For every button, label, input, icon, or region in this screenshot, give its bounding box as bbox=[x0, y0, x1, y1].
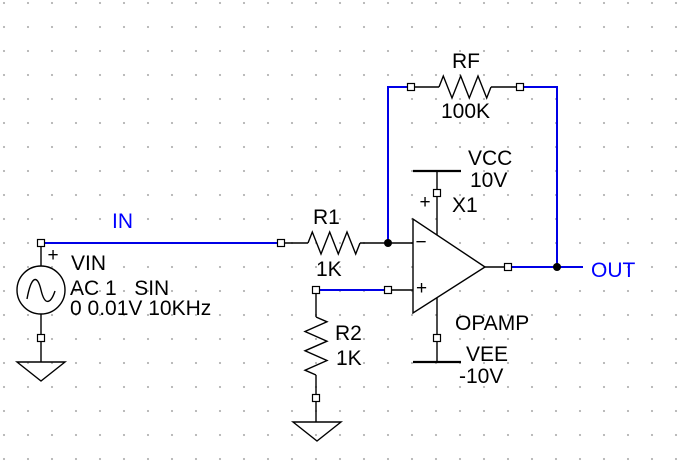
opamp-inverting-marker: − bbox=[416, 232, 427, 253]
resistor-r2[interactable]: R2 1K bbox=[303, 290, 362, 422]
vcc-name[interactable]: VCC bbox=[468, 147, 512, 170]
junction-dot-inverting-node bbox=[384, 239, 392, 247]
pin-rf-left[interactable] bbox=[406, 82, 416, 92]
wire-feedback-right[interactable] bbox=[520, 86, 558, 267]
wire-feedback-left[interactable] bbox=[387, 86, 411, 243]
vin-spec-line2[interactable]: 0 0.01V 10KHz bbox=[70, 297, 211, 320]
rf-designator[interactable]: RF bbox=[452, 50, 480, 73]
rf-value[interactable]: 100K bbox=[441, 100, 490, 123]
r1-body[interactable] bbox=[307, 230, 361, 256]
pin-opamp-vminus[interactable] bbox=[432, 333, 442, 343]
pin-opamp-vplus[interactable] bbox=[432, 188, 442, 198]
ground-symbol-vin[interactable] bbox=[14, 361, 68, 382]
pin-rf-right[interactable] bbox=[515, 82, 525, 92]
r2-body[interactable] bbox=[303, 316, 329, 376]
r2-designator[interactable]: R2 bbox=[335, 322, 362, 345]
opamp-designator[interactable]: X1 bbox=[452, 194, 478, 217]
pin-opamp-noninverting[interactable] bbox=[383, 285, 393, 295]
pin-r1-left[interactable] bbox=[276, 238, 286, 248]
opamp-model[interactable]: OPAMP bbox=[455, 312, 529, 335]
opamp-supply-plus-marker: + bbox=[420, 192, 431, 213]
r1-value[interactable]: 1K bbox=[316, 258, 342, 281]
resistor-r1[interactable]: R1 1K bbox=[281, 206, 388, 281]
vin-spec-line1[interactable]: AC 1 SIN bbox=[70, 277, 169, 300]
vin-sine-icon bbox=[26, 278, 56, 303]
r2-value[interactable]: 1K bbox=[336, 347, 362, 370]
junction-dot-output-node bbox=[553, 263, 561, 271]
vee-name[interactable]: VEE bbox=[466, 343, 508, 366]
opamp-body[interactable] bbox=[412, 217, 487, 315]
rf-body[interactable] bbox=[438, 74, 492, 100]
supply-vcc[interactable]: VCC 10V bbox=[413, 147, 512, 192]
r1-designator[interactable]: R1 bbox=[313, 206, 340, 229]
net-label-out[interactable]: OUT bbox=[591, 259, 636, 282]
pin-vin-bottom[interactable] bbox=[36, 333, 46, 343]
pin-vin-top[interactable] bbox=[36, 238, 46, 248]
net-label-in[interactable]: IN bbox=[112, 210, 133, 233]
ground-symbol-r2[interactable] bbox=[290, 421, 344, 442]
vee-value[interactable]: -10V bbox=[459, 365, 503, 388]
pin-terminals bbox=[36, 82, 525, 403]
source-vin[interactable]: + VIN AC 1 SIN 0 0.01V 10KHz bbox=[16, 243, 211, 362]
opamp-pin-leads[interactable] bbox=[388, 171, 508, 362]
vin-plus-marker: + bbox=[48, 245, 59, 266]
resistor-rf[interactable]: RF 100K bbox=[411, 50, 520, 123]
opamp-x1[interactable]: − + + X1 OPAMP bbox=[388, 171, 529, 362]
pin-r2-bottom[interactable] bbox=[311, 393, 321, 403]
vin-designator[interactable]: VIN bbox=[71, 252, 106, 275]
supply-vee[interactable]: VEE -10V bbox=[413, 343, 508, 388]
opamp-noninverting-marker: + bbox=[416, 278, 427, 299]
pin-r2-top[interactable] bbox=[311, 285, 321, 295]
pin-opamp-output[interactable] bbox=[503, 262, 513, 272]
vcc-value[interactable]: 10V bbox=[470, 169, 507, 192]
